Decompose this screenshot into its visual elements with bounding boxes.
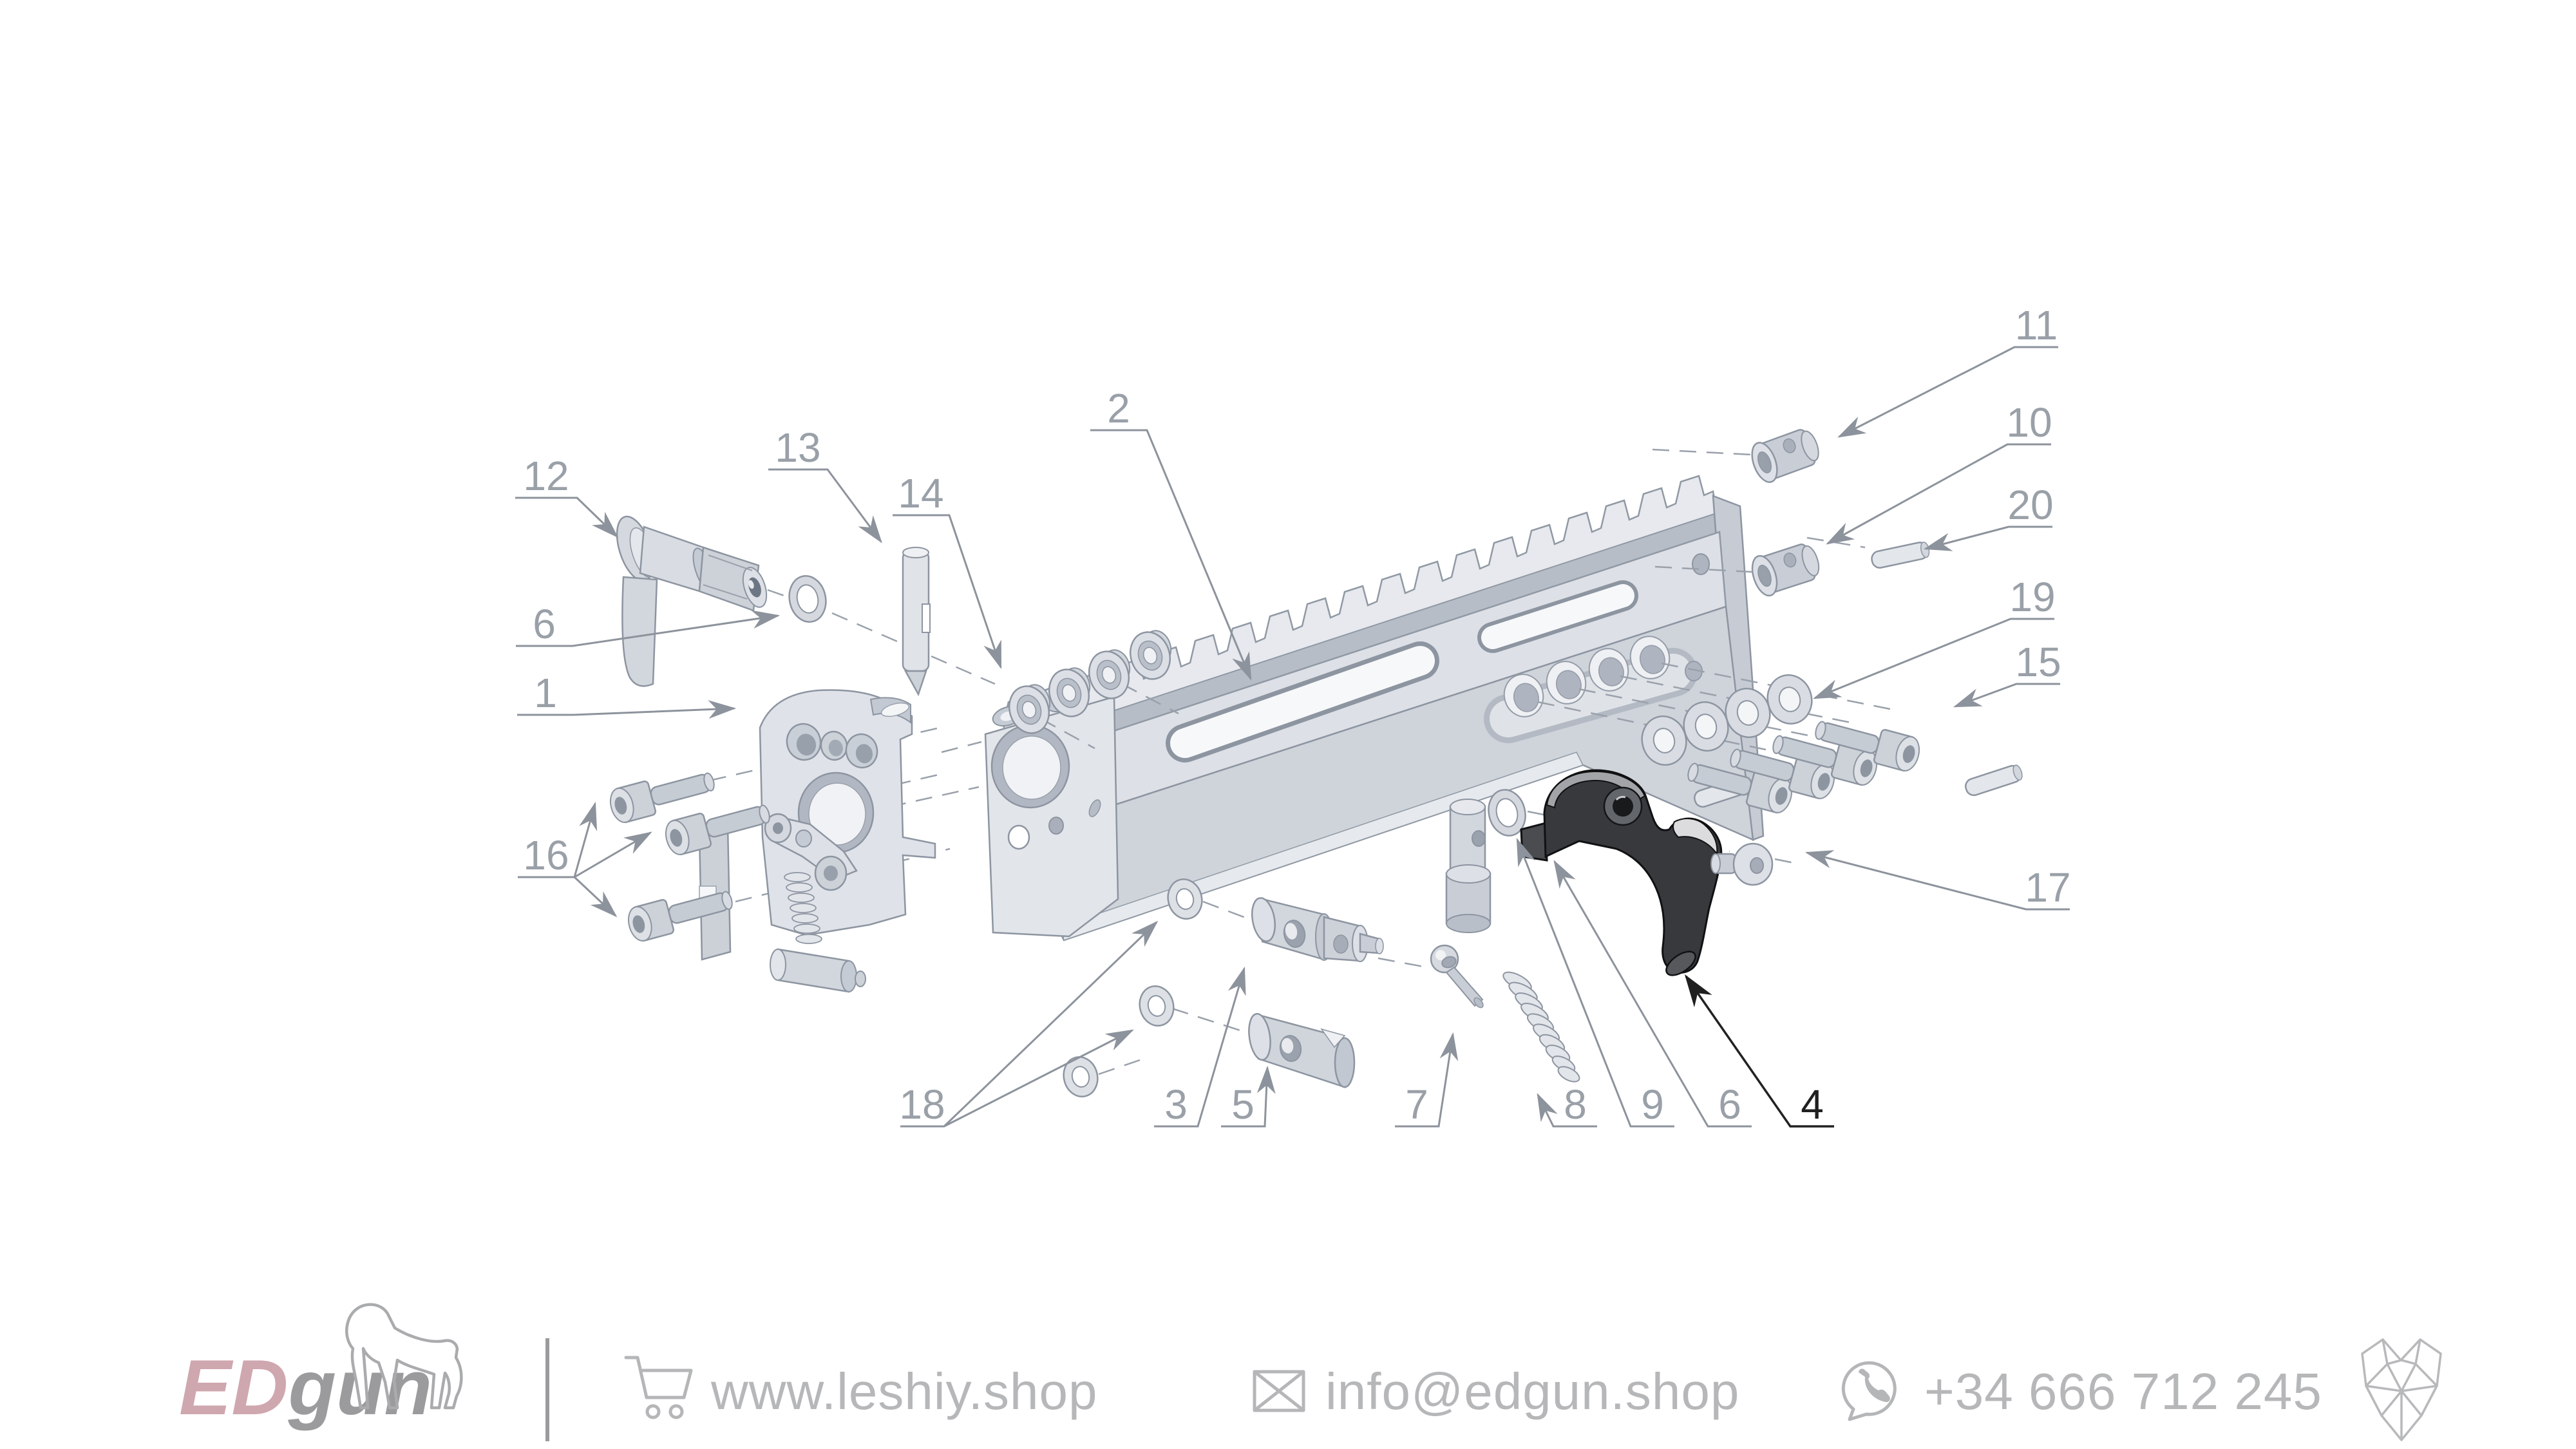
callout-1: 1 xyxy=(534,670,557,716)
callout-13: 13 xyxy=(775,424,820,471)
valve-body xyxy=(1251,897,1384,962)
plate-roller xyxy=(770,948,866,993)
callout-3: 3 xyxy=(1164,1081,1188,1128)
hammer-spring xyxy=(1502,971,1580,1083)
callout-8: 8 xyxy=(1564,1081,1587,1128)
index-pin xyxy=(902,547,931,697)
website-link[interactable]: www.leshiy.shop xyxy=(710,1363,1097,1420)
receiver-hole-row xyxy=(1503,636,1703,717)
receiver-slot-short xyxy=(1477,580,1638,653)
phone-link[interactable]: +34 666 712 245 xyxy=(1924,1363,2322,1420)
callout-16: 16 xyxy=(523,832,569,878)
lever-paddle xyxy=(621,576,658,687)
callout-20: 20 xyxy=(2007,482,2053,528)
callout-10: 10 xyxy=(2006,399,2052,446)
callout-19: 19 xyxy=(2009,574,2055,620)
callout-7: 7 xyxy=(1405,1081,1428,1128)
callout-6-bottom: 6 xyxy=(1718,1081,1741,1128)
button-head-screw xyxy=(1710,842,1774,886)
callout-9: 9 xyxy=(1641,1081,1664,1128)
callout-17: 17 xyxy=(2025,864,2070,911)
receiver-slot-long xyxy=(1166,641,1439,762)
whatsapp-icon xyxy=(1841,1361,1897,1421)
front-plate xyxy=(698,689,936,993)
plate-clamp-lever xyxy=(764,813,858,891)
callout-18: 18 xyxy=(899,1081,945,1128)
brand-logo: EDgun xyxy=(179,1343,432,1431)
callout-5: 5 xyxy=(1231,1081,1255,1128)
callout-12: 12 xyxy=(523,453,569,499)
envelope-icon xyxy=(1253,1370,1305,1412)
brand-ed: ED xyxy=(179,1343,288,1431)
callout-leaders xyxy=(515,346,2070,1128)
dog-logo-icon xyxy=(345,1303,463,1410)
footer: EDgun www.leshiy.shop info@edgun.shop +3… xyxy=(179,1303,2442,1441)
email-link[interactable]: info@edgun.shop xyxy=(1325,1363,1739,1420)
callout-11: 11 xyxy=(2015,302,2058,348)
callout-6-left: 6 xyxy=(533,601,556,647)
plate-clamp-spring xyxy=(784,872,822,944)
hammer-cylinder xyxy=(1445,799,1492,933)
callout-15: 15 xyxy=(2015,639,2061,685)
callout-4-highlighted: 4 xyxy=(1801,1081,1824,1128)
trigger xyxy=(1520,769,1723,976)
receiver-body xyxy=(984,475,1765,942)
hammer-rod xyxy=(1430,944,1484,1009)
callout-2: 2 xyxy=(1107,385,1130,431)
o-ring-left xyxy=(784,571,831,627)
sleeve-lower xyxy=(1747,538,1824,600)
sleeve-upper xyxy=(1746,423,1825,487)
callout-14: 14 xyxy=(898,470,943,516)
cart-icon xyxy=(624,1356,693,1419)
plate-screws xyxy=(606,763,775,945)
brand-gun: gun xyxy=(287,1343,432,1431)
valve-sleeve xyxy=(1248,1013,1356,1088)
cocking-lever xyxy=(616,515,768,687)
receiver-front-face xyxy=(984,691,1119,938)
fox-logo-icon xyxy=(2361,1338,2442,1441)
callout-numbers: 12 13 14 2 6 1 16 18 3 5 7 8 9 6 4 11 10… xyxy=(523,302,2070,1128)
